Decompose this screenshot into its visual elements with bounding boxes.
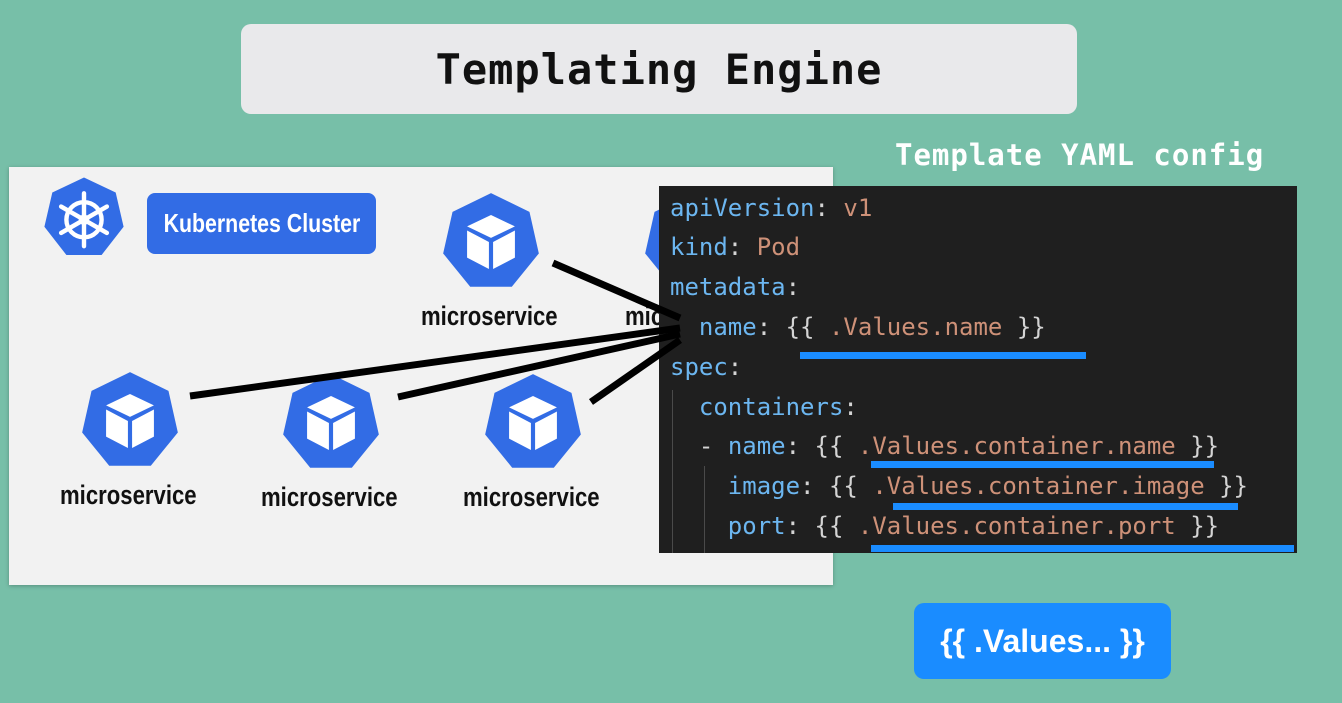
cluster-label-text: Kubernetes Cluster	[163, 208, 360, 238]
yaml-line-containers: containers:	[698, 393, 858, 421]
microservice-label: microservice	[463, 482, 600, 512]
microservice-label: microservice	[421, 301, 558, 331]
values-name-underline	[800, 352, 1086, 359]
yaml-heading: Template YAML config	[895, 138, 1265, 172]
indent-guide	[704, 466, 705, 553]
yaml-line-metadata: metadata:	[670, 273, 801, 301]
microservice-label: microservice	[261, 482, 398, 512]
page-title: Templating Engine	[435, 44, 883, 94]
yaml-line-image: image: {{ .Values.container.image }}	[727, 472, 1249, 500]
microservice-pod-icon	[443, 193, 539, 287]
values-badge: {{ .Values... }}	[914, 603, 1171, 679]
container-port-underline	[871, 545, 1294, 552]
yaml-line-name: name: {{ .Values.name }}	[698, 313, 1046, 341]
yaml-line-container-name: - name: {{ .Values.container.name }}	[698, 432, 1220, 460]
microservice-pod-icon	[283, 374, 379, 468]
container-name-underline	[871, 461, 1214, 468]
yaml-line-kind: kind: Pod	[670, 233, 801, 261]
yaml-line-apiversion: apiVersion: v1	[670, 194, 873, 222]
values-badge-text: {{ .Values... }}	[940, 622, 1145, 659]
container-image-underline	[893, 503, 1238, 510]
indent-guide	[672, 390, 673, 553]
microservice-pod-icon	[485, 374, 581, 468]
kubernetes-logo-icon	[44, 177, 124, 255]
microservice-pod-icon	[82, 372, 178, 466]
title-banner: Templating Engine	[241, 24, 1077, 114]
microservice-label: microservice	[60, 480, 197, 510]
cluster-label: Kubernetes Cluster	[147, 193, 376, 254]
yaml-line-spec: spec:	[670, 353, 743, 381]
microservice-label-partial: mic	[625, 301, 664, 331]
yaml-line-port: port: {{ .Values.container.port }}	[727, 512, 1220, 540]
yaml-code-panel: apiVersion: v1 kind: Pod metadata: name:…	[659, 186, 1297, 553]
